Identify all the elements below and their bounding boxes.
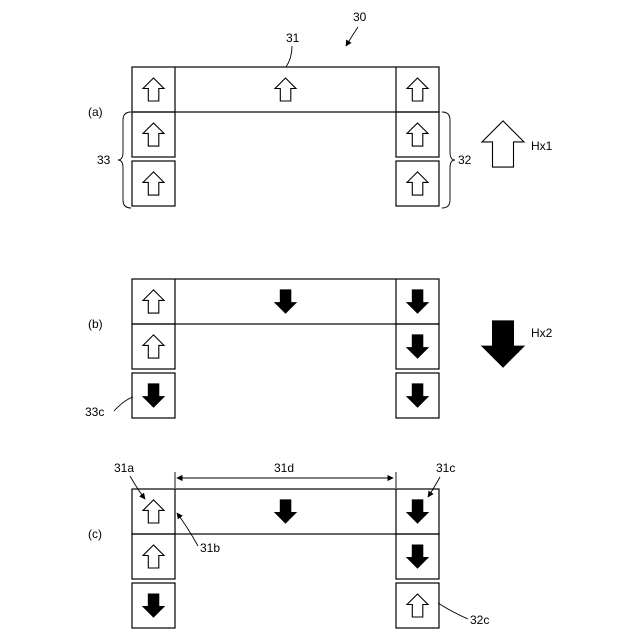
panel-tag-c: (c): [88, 527, 102, 541]
brace-left-33: [118, 112, 131, 208]
right-cell-3-arrow-up-icon: [407, 172, 428, 195]
leader-31c: [428, 477, 440, 497]
top-middle-arrow-down-icon: [275, 290, 296, 313]
label-32: 32: [458, 153, 472, 167]
left-cell-3-arrow-down-icon: [143, 594, 164, 617]
top-middle-arrow-down-icon: [275, 500, 296, 523]
left-cell-2-arrow-up-icon: [143, 545, 164, 568]
leader-31b: [177, 513, 198, 546]
label-33: 33: [97, 153, 111, 167]
label-31b: 31b: [200, 541, 220, 555]
right-cell-1-arrow-up-icon: [407, 78, 428, 101]
right-cell-3-arrow-down-icon: [407, 384, 428, 407]
leader-33c: [114, 397, 133, 411]
leader-30: [346, 27, 358, 46]
label-32c: 32c: [470, 613, 489, 627]
panel-tag-b: (b): [88, 317, 103, 331]
leader-31: [286, 46, 292, 67]
right-cell-1-arrow-down-icon: [407, 290, 428, 313]
label-30: 30: [353, 10, 367, 24]
field-label-b: Hx2: [531, 326, 553, 340]
label-31a: 31a: [114, 461, 134, 475]
left-cell-2-arrow-up-icon: [143, 335, 164, 358]
panel-a: (a) Hx1: [88, 67, 553, 206]
field-arrow-down-icon: [482, 321, 524, 367]
right-cell-1-arrow-down-icon: [407, 500, 428, 523]
panel-b: (b) Hx2: [88, 279, 553, 418]
left-cell-1-arrow-up-icon: [143, 290, 164, 313]
left-cell-2-arrow-up-icon: [143, 123, 164, 146]
label-31: 31: [286, 31, 300, 45]
field-arrow-up-icon: [482, 121, 524, 167]
panel-c: (c): [88, 489, 439, 628]
label-33c: 33c: [85, 405, 104, 419]
leader-32c: [438, 603, 468, 619]
right-cell-2-arrow-down-icon: [407, 335, 428, 358]
top-middle-arrow-up-icon: [275, 78, 296, 101]
left-cell-1-arrow-up-icon: [143, 78, 164, 101]
right-cell-2-arrow-up-icon: [407, 123, 428, 146]
label-31c: 31c: [436, 461, 455, 475]
field-label-a: Hx1: [531, 139, 553, 153]
brace-right-32: [442, 112, 455, 208]
label-31d: 31d: [274, 461, 294, 475]
right-cell-3-arrow-up-icon: [407, 594, 428, 617]
panel-tag-a: (a): [88, 105, 103, 119]
right-cell-2-arrow-down-icon: [407, 545, 428, 568]
left-cell-1-arrow-up-icon: [143, 500, 164, 523]
left-cell-3-arrow-up-icon: [143, 172, 164, 195]
left-cell-3-arrow-down-icon: [143, 384, 164, 407]
